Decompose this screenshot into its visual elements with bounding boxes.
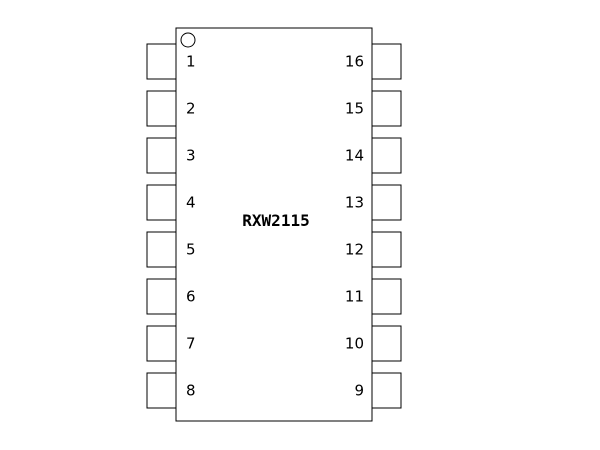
pin-number-left: 2 <box>186 100 196 118</box>
pin1-marker-icon <box>180 32 196 48</box>
pin-pad-left <box>146 372 177 409</box>
left-pin-pads <box>146 43 177 409</box>
left-pin-labels: 1 2 3 4 5 6 7 8 <box>186 53 196 400</box>
pin-number-left: 4 <box>186 194 196 212</box>
pin-number-right: 13 <box>345 194 364 212</box>
pin-number-left: 8 <box>186 382 196 400</box>
pin-number-left: 3 <box>186 147 196 165</box>
pin-pad-left <box>146 278 177 315</box>
pin-number-right: 14 <box>345 147 364 165</box>
pin-pad-left <box>146 43 177 80</box>
pin-number-right: 16 <box>345 53 364 71</box>
pin-pad-right <box>371 137 402 174</box>
pin-number-left: 6 <box>186 288 196 306</box>
pin-number-left: 7 <box>186 335 196 353</box>
pin-number-right: 9 <box>354 382 364 400</box>
chip-body <box>175 27 373 422</box>
pin-number-left: 1 <box>186 53 196 71</box>
pin-pad-right <box>371 90 402 127</box>
pin-number-right: 12 <box>345 241 364 259</box>
pin-pad-right <box>371 278 402 315</box>
pin-number-right: 15 <box>345 100 364 118</box>
pin-number-left: 5 <box>186 241 196 259</box>
pin-pad-left <box>146 231 177 268</box>
pin-pad-right <box>371 43 402 80</box>
pin-pad-left <box>146 184 177 221</box>
pin-pad-right <box>371 325 402 362</box>
pin-pad-left <box>146 137 177 174</box>
pin-pad-left <box>146 325 177 362</box>
pin-pad-left <box>146 90 177 127</box>
right-pin-pads <box>371 43 402 409</box>
pin-number-right: 11 <box>345 288 364 306</box>
part-number: RXW2115 <box>242 211 309 230</box>
pin-number-right: 10 <box>345 335 364 353</box>
pin-pad-right <box>371 372 402 409</box>
pin-pad-right <box>371 231 402 268</box>
right-pin-labels: 16 15 14 13 12 11 10 9 <box>345 53 364 400</box>
pin-pad-right <box>371 184 402 221</box>
